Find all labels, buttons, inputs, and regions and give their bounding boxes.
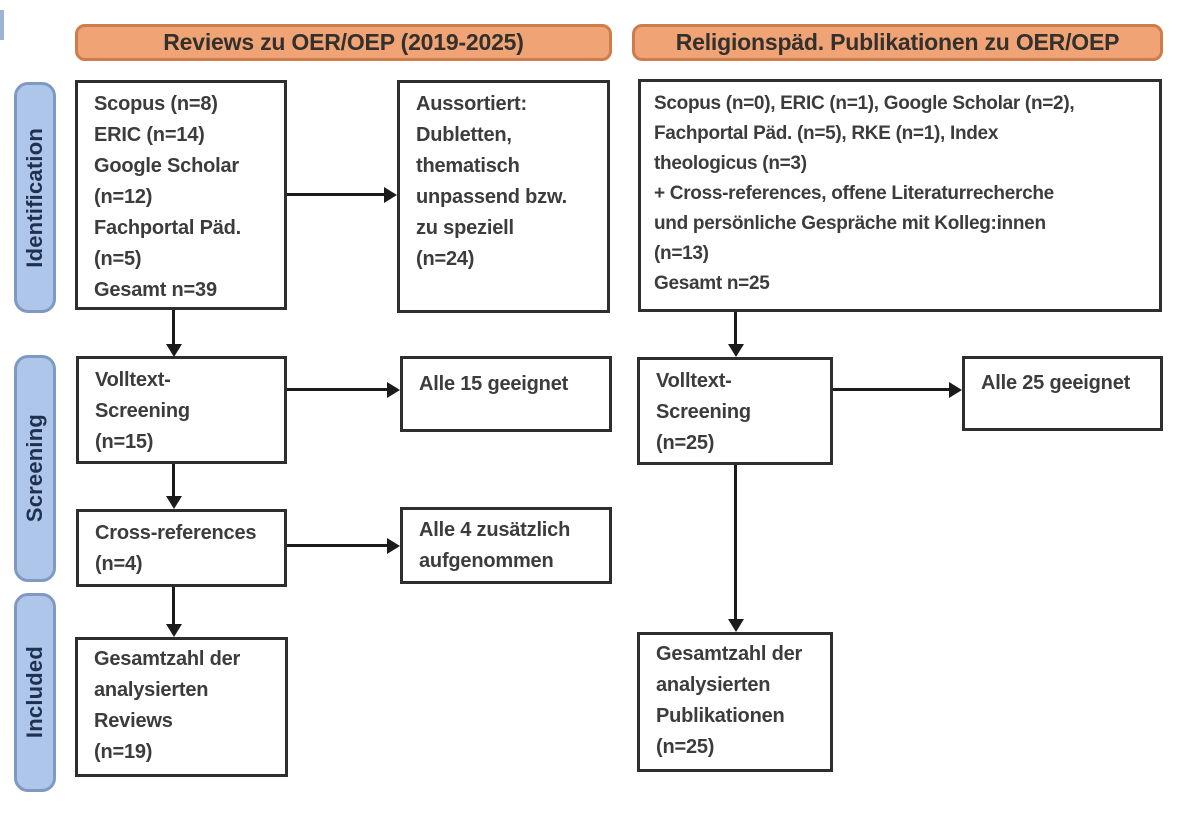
box-left-identification-sources: Scopus (n=8) ERIC (n=14) Google Scholar … [75, 80, 287, 310]
column-header-religionspaed-label: Religionspäd. Publikationen zu OER/OEP [675, 29, 1120, 55]
arrow-head-sources-to-fulltext-left [166, 344, 182, 357]
arrow-head-sources-to-fulltext-right [728, 344, 744, 357]
stage-label-screening: Screening [22, 414, 47, 523]
arrow-head-sources-to-excluded [384, 187, 397, 203]
box-left-cross-references-text: Cross-references (n=4) [95, 522, 257, 575]
box-left-cross-references: Cross-references (n=4) [76, 509, 287, 587]
box-left-fulltext-screening-text: Volltext- Screening (n=15) [95, 369, 190, 453]
box-right-included-total: Gesamtzahl der analysierten Publikatione… [637, 632, 833, 772]
arrow-head-fulltext-to-included-right [728, 619, 744, 632]
box-left-fulltext-result-text: Alle 15 geeignet [419, 373, 569, 395]
box-left-excluded-text: Aussortiert: Dubletten, thematisch unpas… [416, 93, 567, 270]
box-right-identification-sources: Scopus (n=0), ERIC (n=1), Google Scholar… [638, 79, 1162, 312]
edge-artifact [0, 10, 4, 40]
arrow-line-crossref-to-result [287, 544, 387, 547]
box-right-fulltext-screening: Volltext- Screening (n=25) [637, 357, 833, 465]
stage-label-included: Included [22, 646, 47, 739]
box-left-cross-references-result-text: Alle 4 zusätzlich aufgenommen [419, 519, 571, 572]
column-header-reviews: Reviews zu OER/OEP (2019-2025) [75, 24, 612, 61]
box-left-identification-sources-text: Scopus (n=8) ERIC (n=14) Google Scholar … [94, 93, 242, 301]
arrow-head-crossref-to-included [166, 624, 182, 637]
arrow-line-fulltext-to-result-left [287, 388, 387, 391]
box-right-fulltext-screening-text: Volltext- Screening (n=25) [656, 370, 751, 454]
box-right-fulltext-result-text: Alle 25 geeignet [981, 372, 1131, 394]
box-right-fulltext-result: Alle 25 geeignet [962, 356, 1163, 431]
box-left-fulltext-screening: Volltext- Screening (n=15) [76, 356, 287, 464]
arrow-head-crossref-to-result [387, 538, 400, 554]
stage-pill-screening: Screening [14, 355, 56, 582]
arrow-head-fulltext-to-result-right [949, 382, 962, 398]
box-left-cross-references-result: Alle 4 zusätzlich aufgenommen [400, 507, 612, 584]
arrow-line-sources-to-excluded [287, 193, 384, 196]
arrow-line-fulltext-to-included-right [734, 465, 737, 620]
box-left-fulltext-result: Alle 15 geeignet [400, 356, 612, 432]
arrow-head-fulltext-to-crossref [166, 496, 182, 509]
arrow-line-sources-to-fulltext-left [172, 310, 175, 344]
box-right-included-total-text: Gesamtzahl der analysierten Publikatione… [656, 643, 803, 758]
stage-pill-included: Included [14, 593, 56, 792]
arrow-line-fulltext-to-crossref [172, 464, 175, 497]
stage-pill-identification: Identification [14, 82, 56, 313]
arrow-line-fulltext-to-result-right [833, 388, 949, 391]
arrow-head-fulltext-to-result-left [387, 382, 400, 398]
column-header-reviews-label: Reviews zu OER/OEP (2019-2025) [163, 29, 524, 55]
box-right-identification-sources-text: Scopus (n=0), ERIC (n=1), Google Scholar… [654, 93, 1075, 294]
box-left-excluded: Aussortiert: Dubletten, thematisch unpas… [397, 80, 610, 313]
box-left-included-total: Gesamtzahl der analysierten Reviews (n=1… [75, 637, 288, 777]
column-header-religionspaed: Religionspäd. Publikationen zu OER/OEP [632, 24, 1163, 61]
box-left-included-total-text: Gesamtzahl der analysierten Reviews (n=1… [94, 648, 241, 763]
arrow-line-sources-to-fulltext-right [734, 312, 737, 345]
stage-label-identification: Identification [22, 127, 47, 268]
arrow-line-crossref-to-included [172, 587, 175, 625]
